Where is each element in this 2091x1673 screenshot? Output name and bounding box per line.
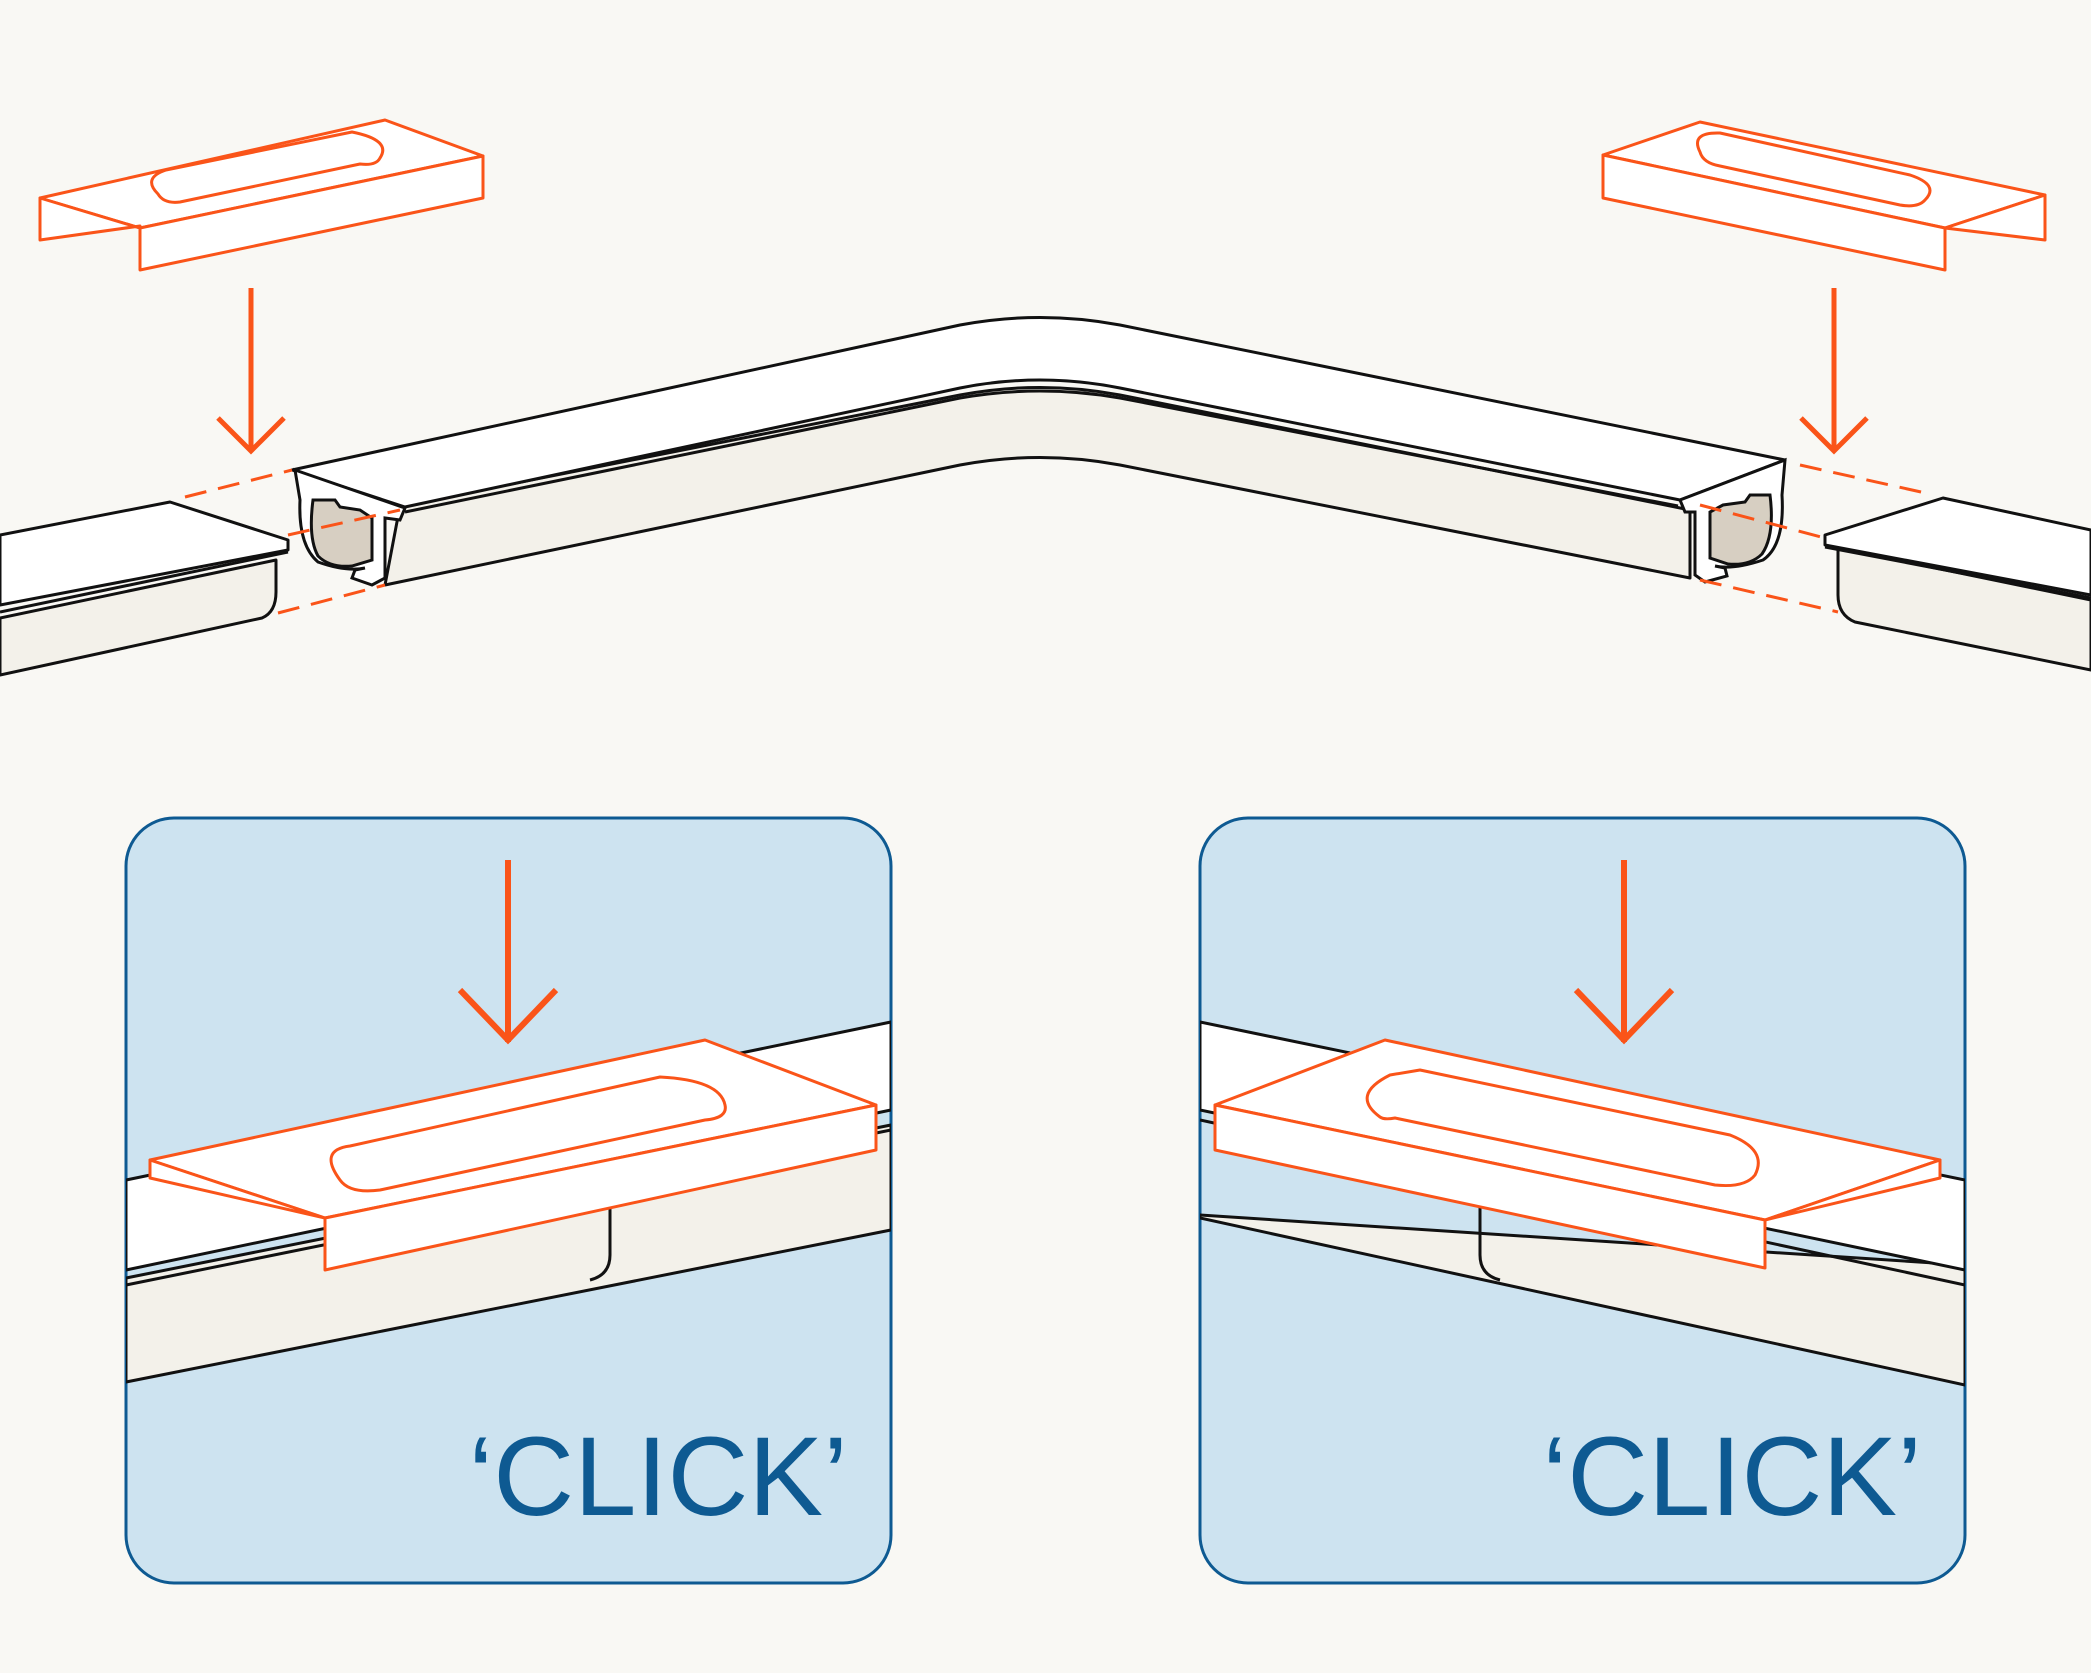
connector-clip-icon	[38, 118, 485, 272]
track-side-face	[383, 386, 1692, 587]
click-label: ‘CLICK’	[468, 1414, 848, 1539]
click-label: ‘CLICK’	[1542, 1414, 1922, 1539]
alignment-guides	[184, 463, 1931, 615]
connector-clip-icon	[1213, 1038, 1942, 1270]
down-arrow-icon	[1799, 288, 1869, 455]
track-lip-line	[404, 389, 1679, 514]
left-straight-track	[0, 500, 290, 677]
right-straight-track	[1823, 496, 2091, 672]
detail-panel-right: ‘CLICK’	[1198, 816, 1967, 1585]
angled-track	[290, 316, 1787, 587]
left-track-side	[0, 558, 278, 677]
right-track-top	[1823, 496, 2091, 597]
track-end-profile-left	[293, 467, 407, 587]
detail-panel-left: ‘CLICK’	[124, 816, 893, 1585]
connector-clip-icon	[1601, 120, 2047, 272]
right-track-side	[1836, 546, 2091, 672]
down-arrow-icon	[216, 288, 286, 455]
left-track-top	[0, 500, 290, 607]
down-arrow-icon	[457, 860, 559, 1045]
down-arrow-icon	[1573, 860, 1675, 1045]
connector-clip-icon	[148, 1038, 878, 1272]
